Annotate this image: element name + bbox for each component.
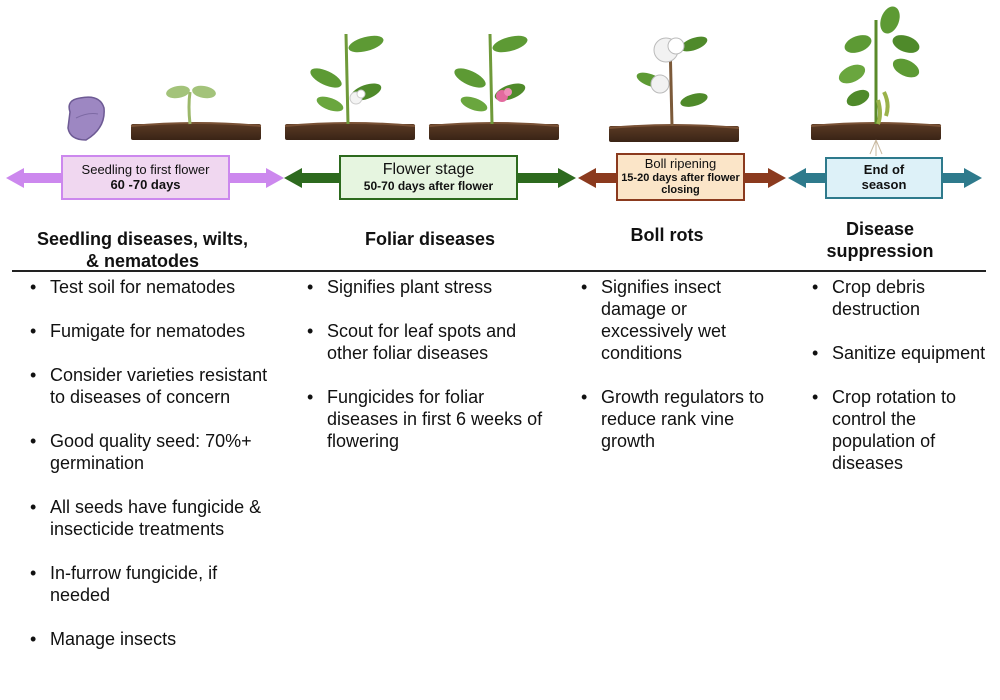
list-item: Growth regulators to reduce rank vine gr…: [579, 386, 779, 452]
heading-seedling-diseases: Seedling diseases, wilts, & nematodes: [36, 229, 249, 271]
list-item: Sanitize equipment: [810, 342, 990, 364]
list-item: Consider varieties resistant to diseases…: [28, 364, 273, 408]
heading-boll-rots: Boll rots: [630, 225, 704, 245]
list-item: Fungicides for foliar diseases in first …: [305, 386, 550, 452]
list-item: Good quality seed: 70%+ germination: [28, 430, 273, 474]
stage-boll-duration: 15-20 days after flower closing: [621, 171, 740, 197]
heading-disease-suppression: Disease suppression: [826, 219, 934, 261]
stage-seedling-duration: 60 -70 days: [110, 176, 181, 192]
list-seedling: Test soil for nematodes Fumigate for nem…: [28, 276, 273, 672]
list-item: Crop rotation to control the population …: [810, 386, 990, 474]
header-divider: [12, 270, 986, 272]
stage-end-label: End of season: [825, 157, 943, 199]
flowering-plant-pink-icon: [454, 33, 528, 125]
stage-flower-title: Flower stage: [382, 161, 475, 179]
flowering-plant-white-icon: [310, 33, 384, 125]
list-item: In-furrow fungicide, if needed: [28, 562, 273, 606]
heading-foliar-diseases: Foliar diseases: [364, 229, 496, 249]
list-disease-suppression: Crop debris destruction Sanitize equipme…: [810, 276, 990, 496]
soil-strips: [130, 122, 942, 142]
stage-seedling-label: Seedling to first flower 60 -70 days: [61, 155, 230, 200]
list-item: Crop debris destruction: [810, 276, 990, 320]
list-foliar: Signifies plant stress Scout for leaf sp…: [305, 276, 550, 474]
stage-end-subtitle: season: [861, 177, 907, 192]
seed-icon: [67, 96, 105, 141]
cotton-boll-plant-icon: [636, 36, 708, 127]
stage-flower-label: Flower stage 50-70 days after flower: [339, 155, 518, 200]
list-item: Fumigate for nematodes: [28, 320, 273, 342]
list-item: Manage insects: [28, 628, 273, 650]
stage-seedling-title: Seedling to first flower: [81, 161, 210, 177]
soybean-plant-icon: [838, 6, 920, 156]
stage-boll-title: Boll ripening: [644, 155, 717, 171]
stage-flower-duration: 50-70 days after flower: [363, 178, 494, 193]
list-item: All seeds have fungicide & insecticide t…: [28, 496, 273, 540]
list-item: Signifies insect damage or excessively w…: [579, 276, 779, 364]
list-item: Scout for leaf spots and other foliar di…: [305, 320, 550, 364]
list-item: Signifies plant stress: [305, 276, 550, 298]
seedling-icon: [166, 85, 216, 125]
list-boll-rots: Signifies insect damage or excessively w…: [579, 276, 779, 474]
stage-boll-label: Boll ripening 15-20 days after flower cl…: [616, 153, 745, 201]
list-item: Test soil for nematodes: [28, 276, 273, 298]
stage-end-title: End of: [863, 162, 905, 178]
